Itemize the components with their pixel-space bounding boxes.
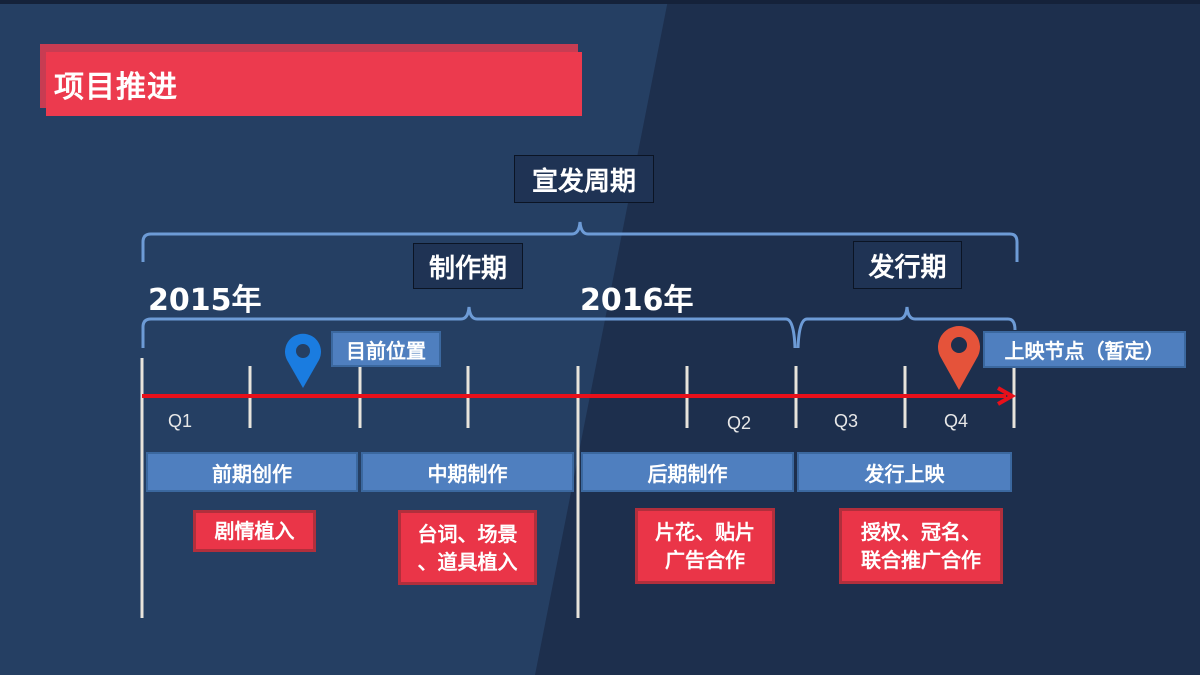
release-node-label: 上映节点（暂定） bbox=[983, 331, 1186, 368]
title-bar bbox=[46, 52, 582, 116]
tag-license-sponsorship: 授权、冠名、 联合推广合作 bbox=[839, 508, 1003, 584]
phase-release: 发行上映 bbox=[797, 452, 1012, 492]
promotion-cycle-brace bbox=[141, 221, 1019, 262]
phase-pre-creation: 前期创作 bbox=[146, 452, 358, 492]
phase-mid-production: 中期制作 bbox=[361, 452, 574, 492]
release-period-label: 发行期 bbox=[853, 241, 962, 289]
location-pin-icon-current bbox=[285, 333, 321, 388]
promotion-cycle-label: 宣发周期 bbox=[514, 155, 654, 203]
tag-trailer-ad: 片花、贴片 广告合作 bbox=[635, 508, 775, 584]
location-pin-icon-release bbox=[938, 326, 980, 390]
tag-dialogue-scene-prop: 台词、场景 、道具植入 bbox=[398, 510, 537, 585]
quarter-q1: Q1 bbox=[168, 411, 193, 431]
quarter-q2: Q2 bbox=[727, 413, 752, 433]
year-2016: 2016年 bbox=[580, 283, 694, 318]
current-position-label: 目前位置 bbox=[331, 331, 441, 367]
tag-plot-placement: 剧情植入 bbox=[193, 510, 316, 552]
production-period-brace bbox=[141, 306, 797, 349]
quarter-q4: Q4 bbox=[944, 411, 969, 431]
slide-title: 项目推进 bbox=[54, 70, 178, 105]
year-2015: 2015年 bbox=[148, 283, 262, 318]
quarter-q3: Q3 bbox=[834, 411, 859, 431]
arrow-head-icon bbox=[997, 386, 1017, 406]
phase-post-production: 后期制作 bbox=[581, 452, 794, 492]
production-period-label: 制作期 bbox=[413, 243, 523, 289]
release-period-brace bbox=[796, 306, 1017, 349]
top-edge bbox=[0, 0, 1200, 4]
